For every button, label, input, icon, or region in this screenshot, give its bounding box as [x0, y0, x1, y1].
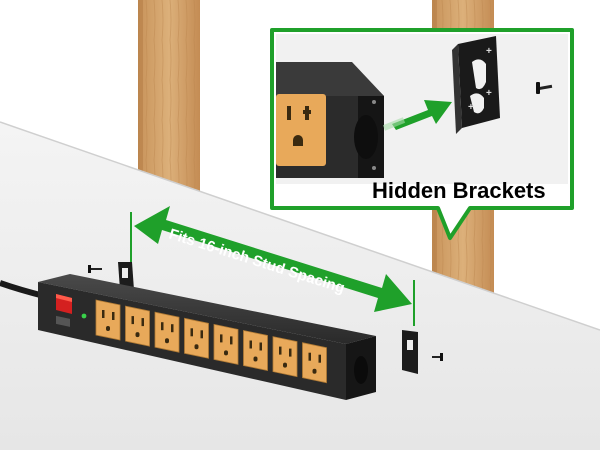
svg-text:+: + [486, 88, 492, 99]
zoomed-strip-end [276, 62, 384, 178]
mounting-bracket-left [118, 262, 134, 290]
mounting-bracket-zoomed: + + + [452, 36, 500, 134]
zoomed-outlet [276, 94, 326, 166]
outlet-8 [302, 342, 327, 384]
outlet-7 [272, 336, 298, 378]
screw-left-icon [88, 265, 102, 273]
outlet-3 [154, 311, 180, 353]
outlet-group [95, 299, 327, 384]
svg-text:+: + [468, 102, 474, 113]
svg-text:+: + [486, 46, 492, 57]
hidden-brackets-callout: + + + Hidden Brackets [270, 28, 574, 240]
outlet-6 [243, 330, 268, 371]
outlet-4 [184, 317, 209, 359]
wooden-stud-left [138, 0, 200, 200]
outlet-2 [125, 305, 150, 347]
outlet-1 [95, 299, 121, 341]
outlet-5 [213, 323, 239, 365]
drywall-panel [0, 121, 600, 450]
power-switch [56, 294, 72, 314]
mounting-bracket-right [402, 330, 418, 374]
callout-arrow [382, 100, 452, 131]
screw-right-icon [432, 353, 443, 361]
callout-label: Hidden Brackets [372, 178, 546, 203]
screw-icon [536, 82, 553, 94]
